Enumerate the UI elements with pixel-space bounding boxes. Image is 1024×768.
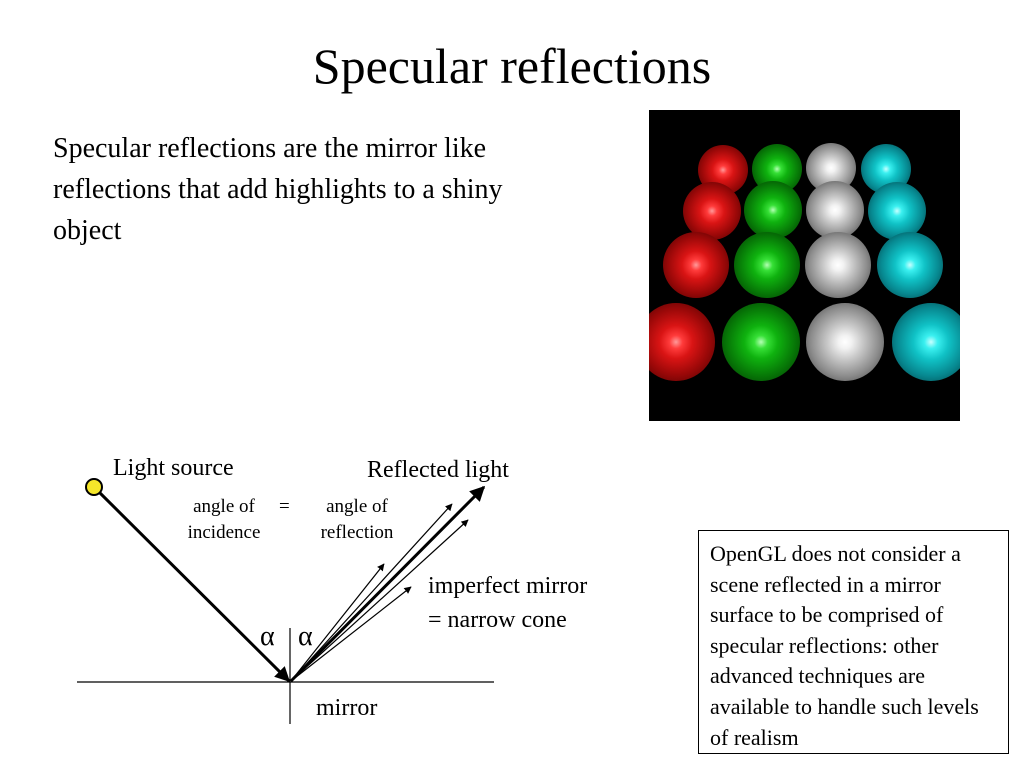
green-sphere-row4 xyxy=(722,303,800,381)
angle-reflection-line2: reflection xyxy=(320,522,394,543)
reflection-diagram-svg xyxy=(77,478,494,724)
intro-text: Specular reflections are the mirror like… xyxy=(53,133,503,246)
cyan-sphere-row3 xyxy=(877,232,943,298)
angle-reflection-line1: angle of xyxy=(326,496,388,517)
cone-ray-3 xyxy=(290,519,469,682)
slide-title: Specular reflections xyxy=(312,38,712,94)
reflected-light-label: Reflected light xyxy=(367,457,509,483)
angle-of-incidence-label: angle of incidence xyxy=(174,494,274,546)
cyan-sphere-row4 xyxy=(892,303,960,381)
angle-incidence-line2: incidence xyxy=(187,522,261,543)
white-sphere-row3 xyxy=(805,232,871,298)
equals-sign: = xyxy=(279,496,290,517)
opengl-note-text: OpenGL does not consider a scene reflect… xyxy=(710,541,979,750)
cone-ray-1 xyxy=(290,563,385,682)
alpha-reflection-symbol: α xyxy=(298,621,313,652)
angle-incidence-line1: angle of xyxy=(193,496,255,517)
cone-label-line1: imperfect mirror xyxy=(428,573,588,599)
incident-ray xyxy=(97,490,291,683)
cone-label-line2: = narrow cone xyxy=(428,607,567,633)
cone-ray-2 xyxy=(290,503,453,682)
cyan-sphere-row2 xyxy=(868,182,926,240)
cone-ray-4 xyxy=(290,586,412,682)
angle-of-reflection-label: angle of reflection xyxy=(307,494,407,546)
specular-spheres-image xyxy=(649,110,960,421)
light-source-dot xyxy=(85,478,103,496)
mirror-label: mirror xyxy=(316,695,378,721)
light-source-label: Light source xyxy=(113,455,234,481)
green-sphere-row2 xyxy=(744,181,802,239)
reflected-ray xyxy=(289,485,486,683)
red-sphere-row4 xyxy=(649,303,715,381)
red-sphere-row3 xyxy=(663,232,729,298)
red-sphere-row2 xyxy=(683,182,741,240)
alpha-incidence-symbol: α xyxy=(260,621,275,652)
opengl-note-box: OpenGL does not consider a scene reflect… xyxy=(698,530,1009,754)
green-sphere-row3 xyxy=(734,232,800,298)
white-sphere-row4 xyxy=(806,303,884,381)
white-sphere-row2 xyxy=(806,181,864,239)
